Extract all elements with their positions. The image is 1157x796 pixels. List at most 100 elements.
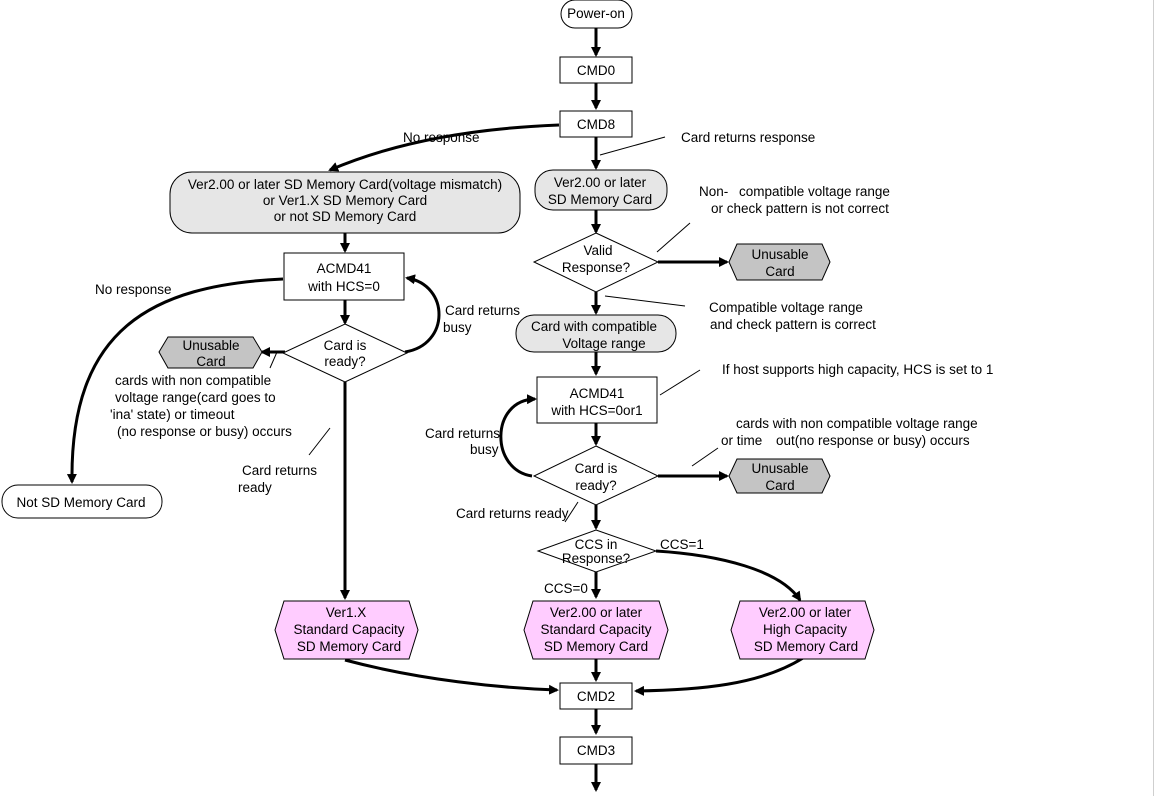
ver2-card-line-1: Ver2.00 or later bbox=[554, 175, 647, 190]
ver1x-line-2: Standard Capacity bbox=[293, 622, 404, 637]
ver2-high-line-2: High Capacity bbox=[763, 622, 847, 637]
node-cmd3: CMD3 bbox=[559, 736, 633, 765]
unusable-left-line-1: Unusable bbox=[182, 338, 239, 353]
node-cmd8: CMD8 bbox=[559, 110, 633, 138]
node-voltage-mismatch: Ver2.00 or later SD Memory Card(voltage … bbox=[169, 171, 521, 234]
ver2-high-line-3: SD Memory Card bbox=[754, 639, 858, 654]
node-acmd41-hcs01: ACMD41 with HCS=0or1 bbox=[536, 376, 658, 424]
arrow-busy-loop-left bbox=[404, 274, 441, 354]
ccs-line-2: Response? bbox=[562, 551, 630, 566]
label-non-compat-1: Non- bbox=[699, 184, 728, 199]
node-not-sd: Not SD Memory Card bbox=[1, 484, 163, 519]
node-unusable-right: Unusable Card bbox=[728, 458, 831, 494]
power-on-label: Power-on bbox=[567, 6, 625, 21]
ver1x-line-1: Ver1.X bbox=[326, 605, 367, 620]
label-busy-left-2: busy bbox=[443, 320, 472, 335]
label-ready-right: Card returns ready bbox=[456, 506, 569, 521]
compat-card-line-1: Card with compatible bbox=[531, 319, 657, 334]
label-ready-left-1: Card returns bbox=[242, 463, 317, 478]
label-no-response-left: No response bbox=[95, 282, 172, 297]
leader-noncompat-left bbox=[269, 351, 278, 369]
node-ver2-card: Ver2.00 or later SD Memory Card bbox=[534, 169, 668, 211]
ver1x-line-3: SD Memory Card bbox=[297, 639, 401, 654]
ver2-card-line-2: SD Memory Card bbox=[548, 192, 652, 207]
arrow-highcap-cmd2 bbox=[634, 656, 804, 696]
unusable-top-line-2: Card bbox=[765, 264, 794, 279]
leader-noncompat-right bbox=[691, 447, 719, 467]
label-card-returns-response: Card returns response bbox=[681, 130, 815, 145]
compat-card-line-2: Voltage range bbox=[562, 336, 645, 351]
node-valid-response: Valid Response? bbox=[532, 232, 660, 293]
ready-left-line-2: ready? bbox=[324, 354, 365, 369]
node-unusable-left: Unusable Card bbox=[158, 336, 263, 369]
label-ccs0: CCS=0 bbox=[544, 581, 588, 596]
node-card-ready-right: Card is ready? bbox=[532, 445, 660, 506]
label-ready-left-2: ready bbox=[238, 480, 272, 495]
node-card-ready-left: Card is ready? bbox=[281, 323, 409, 383]
label-noncompat-left-1: cards with non compatible bbox=[115, 373, 271, 388]
label-busy-right-2: busy bbox=[470, 442, 499, 457]
node-ver1x-standard: Ver1.X Standard Capacity SD Memory Card bbox=[274, 600, 419, 660]
leader-card-returns-response bbox=[599, 136, 666, 156]
node-power-on: Power-on bbox=[560, 0, 633, 29]
label-noncompat-left-3: 'ina' state) or timeout bbox=[110, 407, 235, 422]
ready-left-line-1: Card is bbox=[324, 338, 367, 353]
edge-labels: No response Card returns response Non- c… bbox=[95, 130, 993, 596]
cmd2-label: CMD2 bbox=[577, 689, 615, 704]
acmd41-left-line-2: with HCS=0 bbox=[307, 279, 380, 294]
unusable-right-line-2: Card bbox=[765, 478, 794, 493]
arrow-ver1x-cmd2 bbox=[344, 658, 559, 695]
leader-ready-right bbox=[564, 501, 579, 523]
ccs-line-1: CCS in bbox=[575, 537, 618, 552]
node-cmd0: CMD0 bbox=[559, 56, 633, 84]
ready-right-line-2: ready? bbox=[575, 478, 616, 493]
unusable-right-line-1: Unusable bbox=[751, 461, 808, 476]
label-busy-right-1: Card returns bbox=[425, 426, 500, 441]
leader-lines bbox=[269, 136, 719, 523]
ver2-std-line-1: Ver2.00 or later bbox=[550, 605, 643, 620]
cmd0-label: CMD0 bbox=[577, 63, 615, 78]
valid-line-2: Response? bbox=[562, 260, 630, 275]
cmd8-label: CMD8 bbox=[577, 117, 615, 132]
node-ver2-high: Ver2.00 or later High Capacity SD Memory… bbox=[730, 600, 875, 660]
arrow-acmd41-notsd bbox=[66, 277, 284, 484]
mismatch-line-2: or Ver1.X SD Memory Card bbox=[263, 193, 427, 208]
unusable-left-line-2: Card bbox=[196, 354, 225, 369]
label-hcs-note: If host supports high capacity, HCS is s… bbox=[722, 362, 993, 377]
node-ccs-response: CCS in Response? bbox=[536, 529, 658, 573]
label-compat-2: and check pattern is correct bbox=[710, 317, 876, 332]
leader-non-compatible bbox=[656, 222, 691, 253]
mismatch-line-3: or not SD Memory Card bbox=[274, 209, 417, 224]
leader-ready-left bbox=[308, 427, 331, 456]
node-acmd41-hcs0: ACMD41 with HCS=0 bbox=[283, 252, 405, 301]
mismatch-line-1: Ver2.00 or later SD Memory Card(voltage … bbox=[188, 177, 502, 192]
leader-compatible bbox=[604, 295, 686, 307]
label-non-compat-3: or check pattern is not correct bbox=[711, 201, 889, 216]
cmd3-label: CMD3 bbox=[577, 743, 615, 758]
valid-line-1: Valid bbox=[583, 243, 612, 258]
arrow-cmd8-mismatch bbox=[328, 123, 560, 172]
arrow-busy-loop-right bbox=[499, 394, 537, 478]
label-non-compat-2: compatible voltage range bbox=[739, 184, 890, 199]
label-busy-left-1: Card returns bbox=[445, 303, 520, 318]
ver2-std-line-3: SD Memory Card bbox=[544, 639, 648, 654]
label-noncompat-right-1: cards with non compatible voltage range bbox=[736, 416, 978, 431]
label-noncompat-right-2b: out(no response or busy) occurs bbox=[776, 433, 970, 448]
leader-hcs-note bbox=[659, 369, 701, 396]
not-sd-label: Not SD Memory Card bbox=[16, 495, 145, 510]
node-unusable-top: Unusable Card bbox=[728, 243, 831, 281]
ver2-std-line-2: Standard Capacity bbox=[540, 622, 651, 637]
label-noncompat-left-4: (no response or busy) occurs bbox=[117, 424, 292, 439]
unusable-top-line-1: Unusable bbox=[751, 247, 808, 262]
acmd41-right-line-1: ACMD41 bbox=[570, 386, 625, 401]
node-ver2-standard: Ver2.00 or later Standard Capacity SD Me… bbox=[523, 600, 669, 660]
node-cmd2: CMD2 bbox=[559, 682, 633, 710]
arrow-ccs1-highcap bbox=[655, 549, 802, 602]
label-no-response-top: No response bbox=[403, 130, 480, 145]
label-noncompat-left-2: voltage range(card goes to bbox=[115, 390, 276, 405]
connectors bbox=[66, 28, 804, 792]
ver2-high-line-1: Ver2.00 or later bbox=[759, 605, 852, 620]
label-compat-1: Compatible voltage range bbox=[709, 300, 863, 315]
label-ccs1: CCS=1 bbox=[660, 537, 704, 552]
